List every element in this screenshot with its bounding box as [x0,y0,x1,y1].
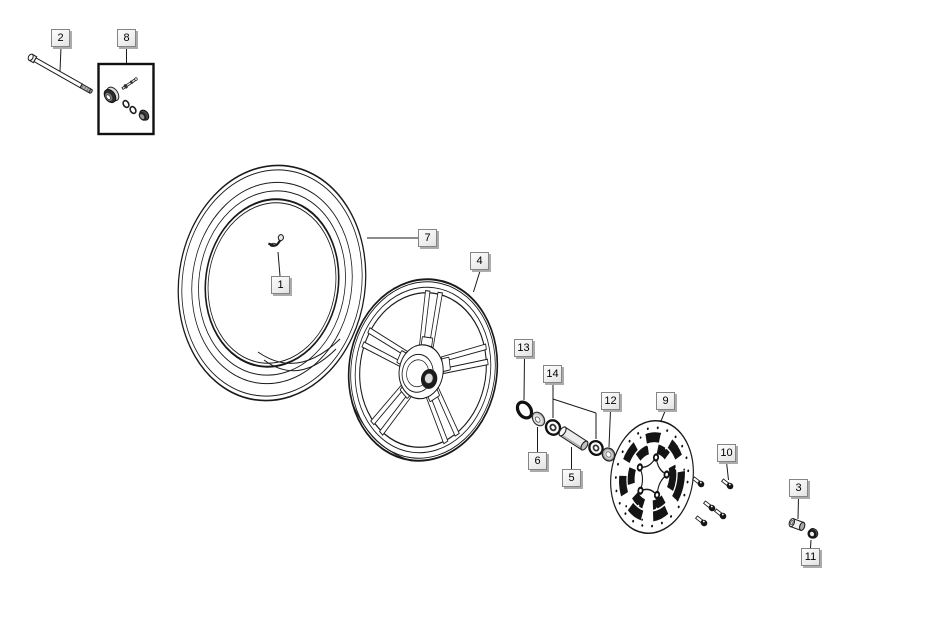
tire-inner-bead-arc-2 [263,348,337,372]
washer-drawing [531,411,546,427]
valve-grommet-drawing [103,86,120,104]
callout-5[interactable]: 5 [562,469,581,487]
leader-14-branch-a [552,398,597,414]
rim-back-edge-arc [351,401,413,462]
leader-9 [660,409,666,422]
disc-bolt-holes [636,453,670,500]
leader-11 [810,539,812,549]
valve-kit-box [97,62,155,136]
leader-4 [473,270,481,293]
axle-drawing [27,53,93,94]
valve-oring-small-2 [129,105,137,115]
wheel-rim-drawing [347,278,499,462]
valve-cap-drawing [138,109,150,121]
leader-1 [277,251,281,277]
leader-2 [59,46,62,72]
valve-core-drawing [121,77,138,90]
wheel-spokes [361,290,489,445]
tire-inner-bead-arc [257,338,341,364]
leader-12 [608,409,611,448]
callout-9[interactable]: 9 [656,392,675,410]
callout-6[interactable]: 6 [528,452,547,470]
callout-8[interactable]: 8 [117,29,136,47]
spacer-drawing [558,426,589,451]
oring-drawing [515,400,534,420]
bearing-left-drawing [544,419,562,436]
leader-13 [523,356,525,401]
bearing-right-drawing [588,439,604,457]
disc-bolts-drawing [691,476,734,527]
callout-13[interactable]: 13 [514,339,533,357]
callout-12[interactable]: 12 [601,392,620,410]
wheel-hub-drawing [398,344,444,400]
callout-2[interactable]: 2 [51,29,70,47]
callout-4[interactable]: 4 [470,252,489,270]
callout-1[interactable]: 1 [271,276,290,294]
seal-drawing [601,447,616,462]
leader-lines [59,46,812,549]
brake-disc-drawing [610,419,694,535]
callout-11[interactable]: 11 [801,548,820,566]
nut-drawing [807,528,819,539]
callout-10[interactable]: 10 [717,444,736,462]
callout-7[interactable]: 7 [418,229,437,247]
bushing-drawing [788,517,806,532]
valve-oring-small-1 [122,99,130,109]
valve-stem-drawing [268,234,284,247]
leader-3 [797,496,799,520]
leader-10 [726,461,729,481]
callout-3[interactable]: 3 [789,479,808,497]
tire-drawing [177,164,367,402]
callout-14[interactable]: 14 [543,365,562,383]
